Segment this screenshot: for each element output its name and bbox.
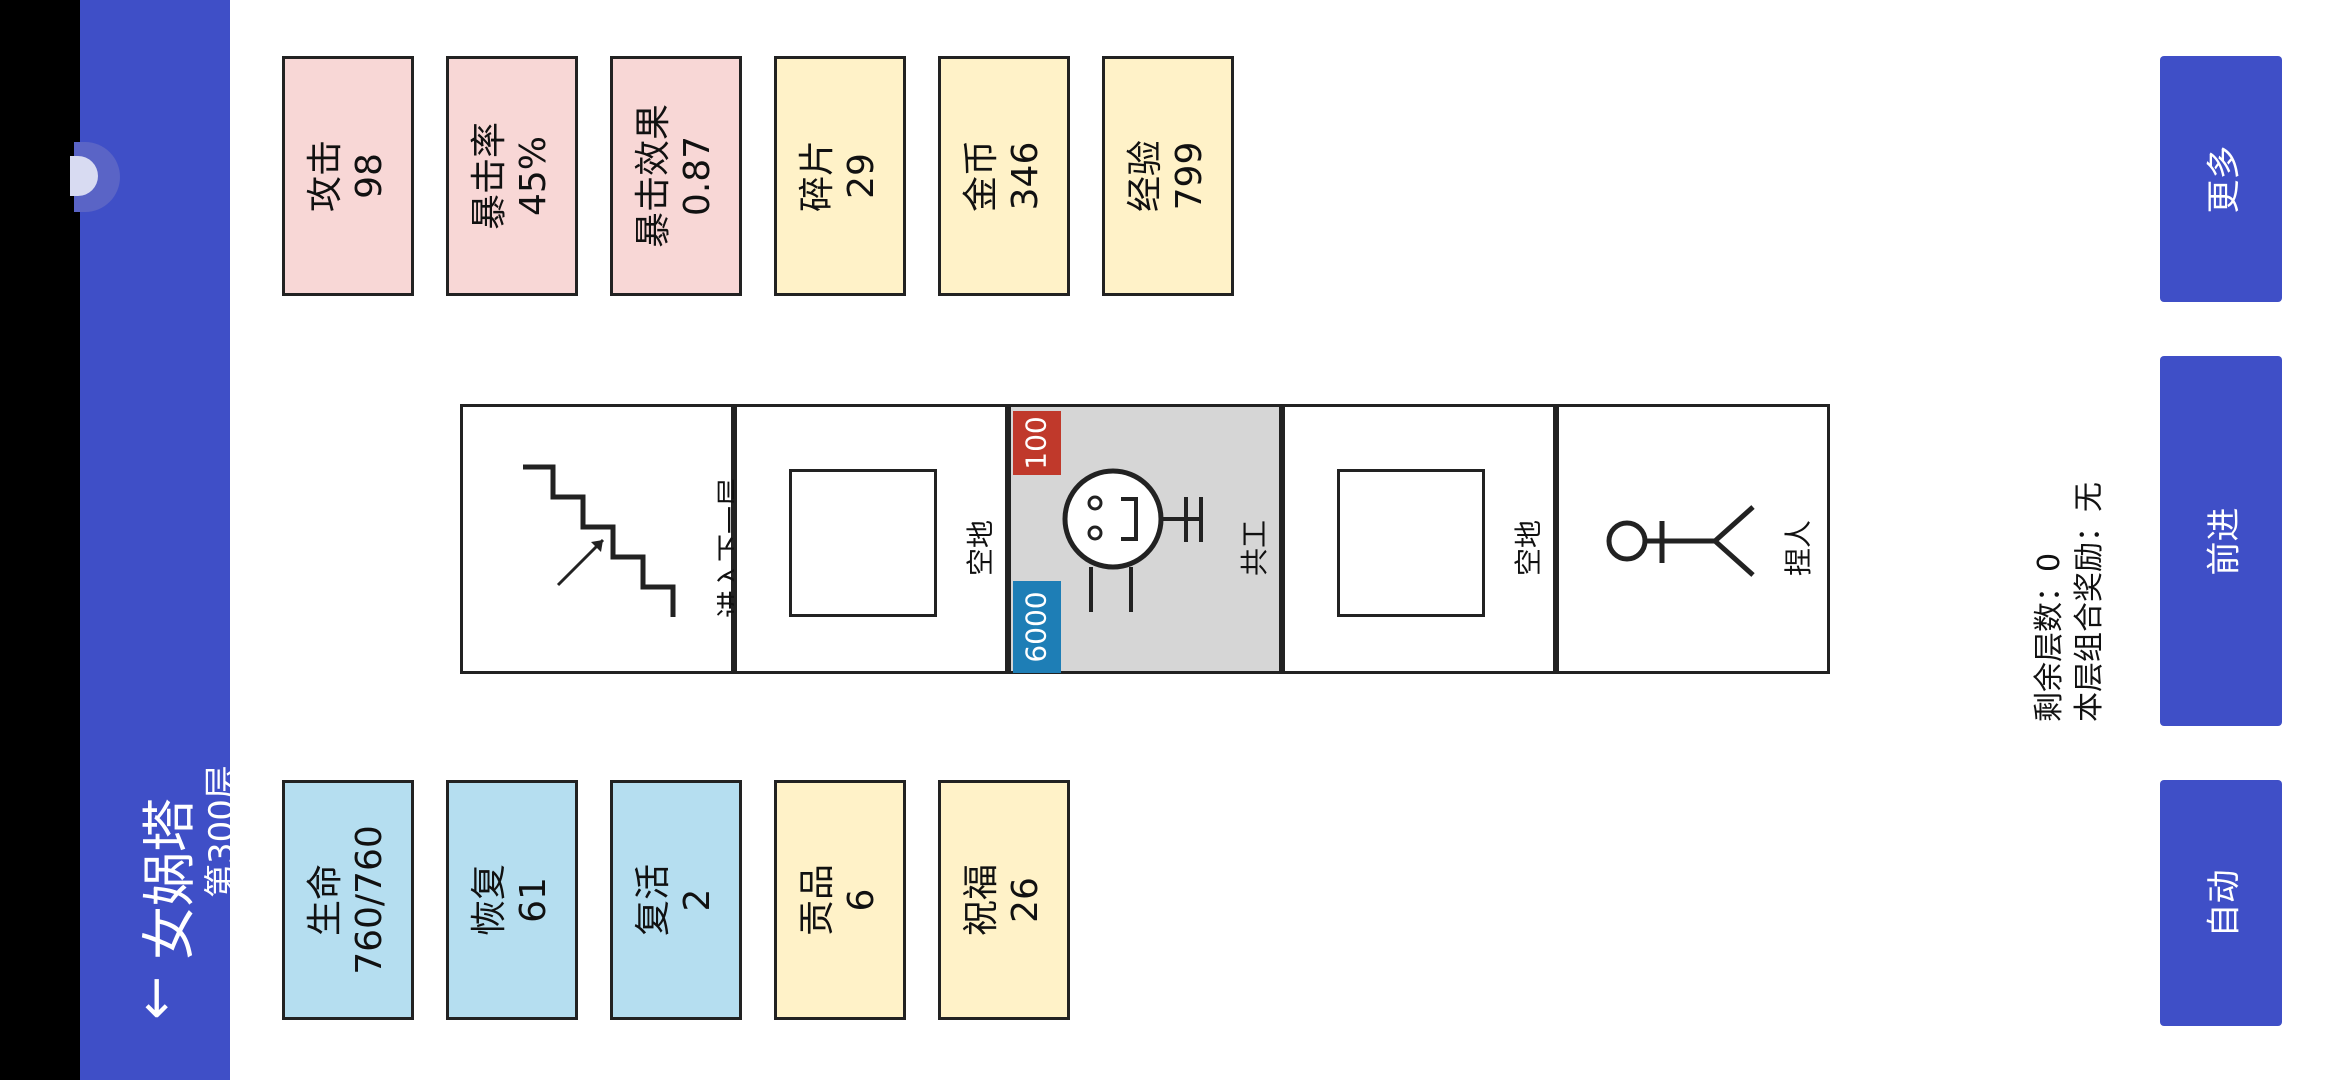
floor-reward: 本层组合奖励：无 [2072,482,2107,722]
remaining-floors: 剩余层数：0 [2032,552,2067,722]
attack-badge: 6000 [1013,581,1061,673]
back-arrow-icon[interactable]: ← [126,976,186,1020]
floor-info: 剩余层数：0 本层组合奖励：无 [1990,300,2150,722]
hp-badge: 100 [1013,411,1061,475]
page-subtitle: 第300层 [202,765,242,898]
device-edge [0,0,80,1080]
stairs-icon [523,464,676,617]
empty-square-icon [1337,469,1485,617]
cell-label: 共工 [1238,519,1272,577]
advance-button[interactable]: 前进 [2160,356,2282,726]
title-block: 女娲塔 第300层 [138,600,280,960]
stick-figure-icon [1606,505,1755,577]
auto-button[interactable]: 自动 [2160,780,2282,1026]
cell-create-character[interactable]: 捏人 [1556,404,1830,674]
cell-label: 空地 [1512,519,1546,577]
more-button[interactable]: 更多 [2160,56,2282,302]
empty-square-icon [789,469,937,617]
cell-next-floor[interactable]: 进入下一层 [460,404,747,674]
cell-label: 空地 [964,519,998,577]
cell-label: 捏人 [1782,519,1816,577]
page-title: 女娲塔 [138,798,201,960]
gonggong-face-icon [1062,468,1203,612]
cell-empty[interactable]: 空地 [734,404,1008,674]
cell-gonggong[interactable]: 100 6000 共工 [1008,404,1282,674]
cell-empty[interactable]: 空地 [1282,404,1556,674]
